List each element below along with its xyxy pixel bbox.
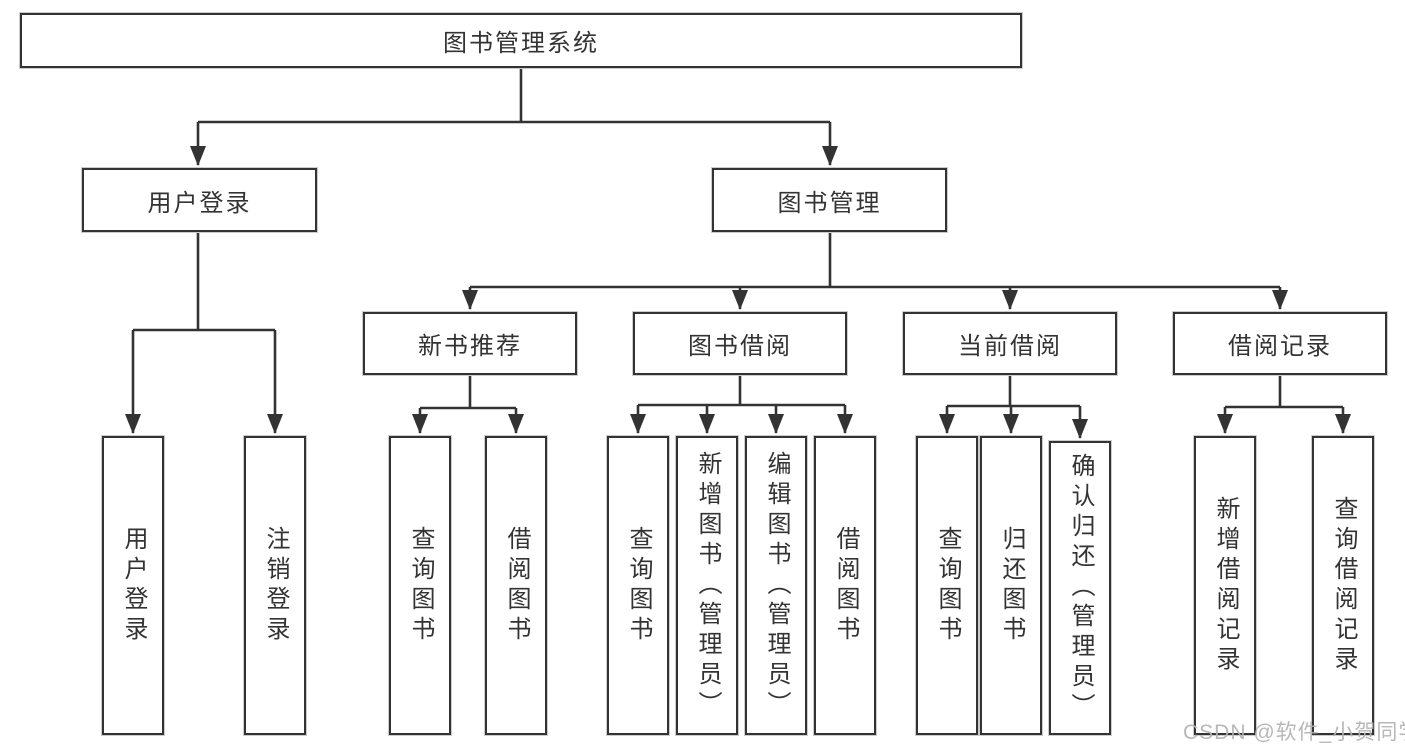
node-label: 新书推荐: [418, 333, 522, 360]
leaf-label: 借阅图书: [503, 525, 530, 646]
leaf-return-books: 归还图书: [980, 436, 1042, 735]
leaf-add-borrow-record: 新增借阅记录: [1194, 436, 1256, 735]
node-label: 图书管理系统: [443, 30, 599, 57]
leaf-query-books-current: 查询图书: [916, 436, 978, 735]
leaf-add-books-admin: 新增图书（管理员）: [676, 436, 738, 735]
node-label: 当前借阅: [958, 333, 1062, 360]
connector-current-borrow-subtree: [939, 375, 1088, 439]
connector-borrow-record-subtree: [1217, 375, 1351, 434]
leaf-logout: 注销登录: [244, 436, 306, 735]
leaf-query-books-recommend: 查询图书: [389, 436, 451, 735]
node-new-book-recommend: 新书推荐: [363, 312, 577, 375]
connector-book-mgmt-to-level3: [462, 232, 1288, 310]
leaf-borrow-books: 借阅图书: [814, 436, 876, 735]
csdn-watermark: CSDN @软件_小贺同学: [1183, 721, 1405, 744]
node-current-borrow: 当前借阅: [903, 312, 1117, 375]
leaf-borrow-books-recommend: 借阅图书: [485, 436, 547, 735]
connector-user-login-subtree: [125, 232, 283, 434]
leaf-label: 查询图书: [407, 525, 434, 646]
leaf-edit-books-admin: 编辑图书（管理员）: [745, 436, 807, 735]
node-book-borrow: 图书借阅: [633, 312, 847, 375]
connector-root-to-level2: [190, 68, 838, 166]
connector-new-book-subtree: [412, 375, 524, 434]
node-user-login: 用户登录: [82, 168, 317, 232]
node-label: 图书借阅: [688, 333, 792, 360]
leaf-label: 查询图书: [625, 525, 652, 646]
leaf-label: 归还图书: [998, 525, 1025, 646]
leaf-label: 查询图书: [934, 525, 961, 646]
leaf-query-books-borrow: 查询图书: [607, 436, 669, 735]
leaf-query-borrow-record: 查询借阅记录: [1312, 436, 1374, 735]
leaf-label: 用户登录: [120, 525, 147, 646]
node-borrow-record: 借阅记录: [1173, 312, 1387, 375]
leaf-label: 借阅图书: [832, 525, 859, 646]
node-label: 用户登录: [147, 189, 252, 217]
node-label: 借阅记录: [1228, 333, 1332, 360]
node-root-library-management-system: 图书管理系统: [20, 13, 1022, 68]
leaf-label: 确认归还（管理员）: [1067, 453, 1094, 723]
leaf-label: 新增借阅记录: [1212, 495, 1239, 676]
leaf-label: 新增图书（管理员）: [694, 450, 721, 721]
connector-book-borrow-subtree: [630, 375, 853, 434]
leaf-user-login: 用户登录: [102, 436, 164, 735]
node-book-management: 图书管理: [712, 168, 947, 232]
node-label: 图书管理: [777, 189, 882, 217]
leaf-label: 查询借阅记录: [1330, 495, 1357, 676]
leaf-label: 编辑图书（管理员）: [763, 450, 790, 721]
leaf-confirm-return-admin: 确认归还（管理员）: [1049, 441, 1111, 735]
leaf-label: 注销登录: [262, 525, 289, 646]
